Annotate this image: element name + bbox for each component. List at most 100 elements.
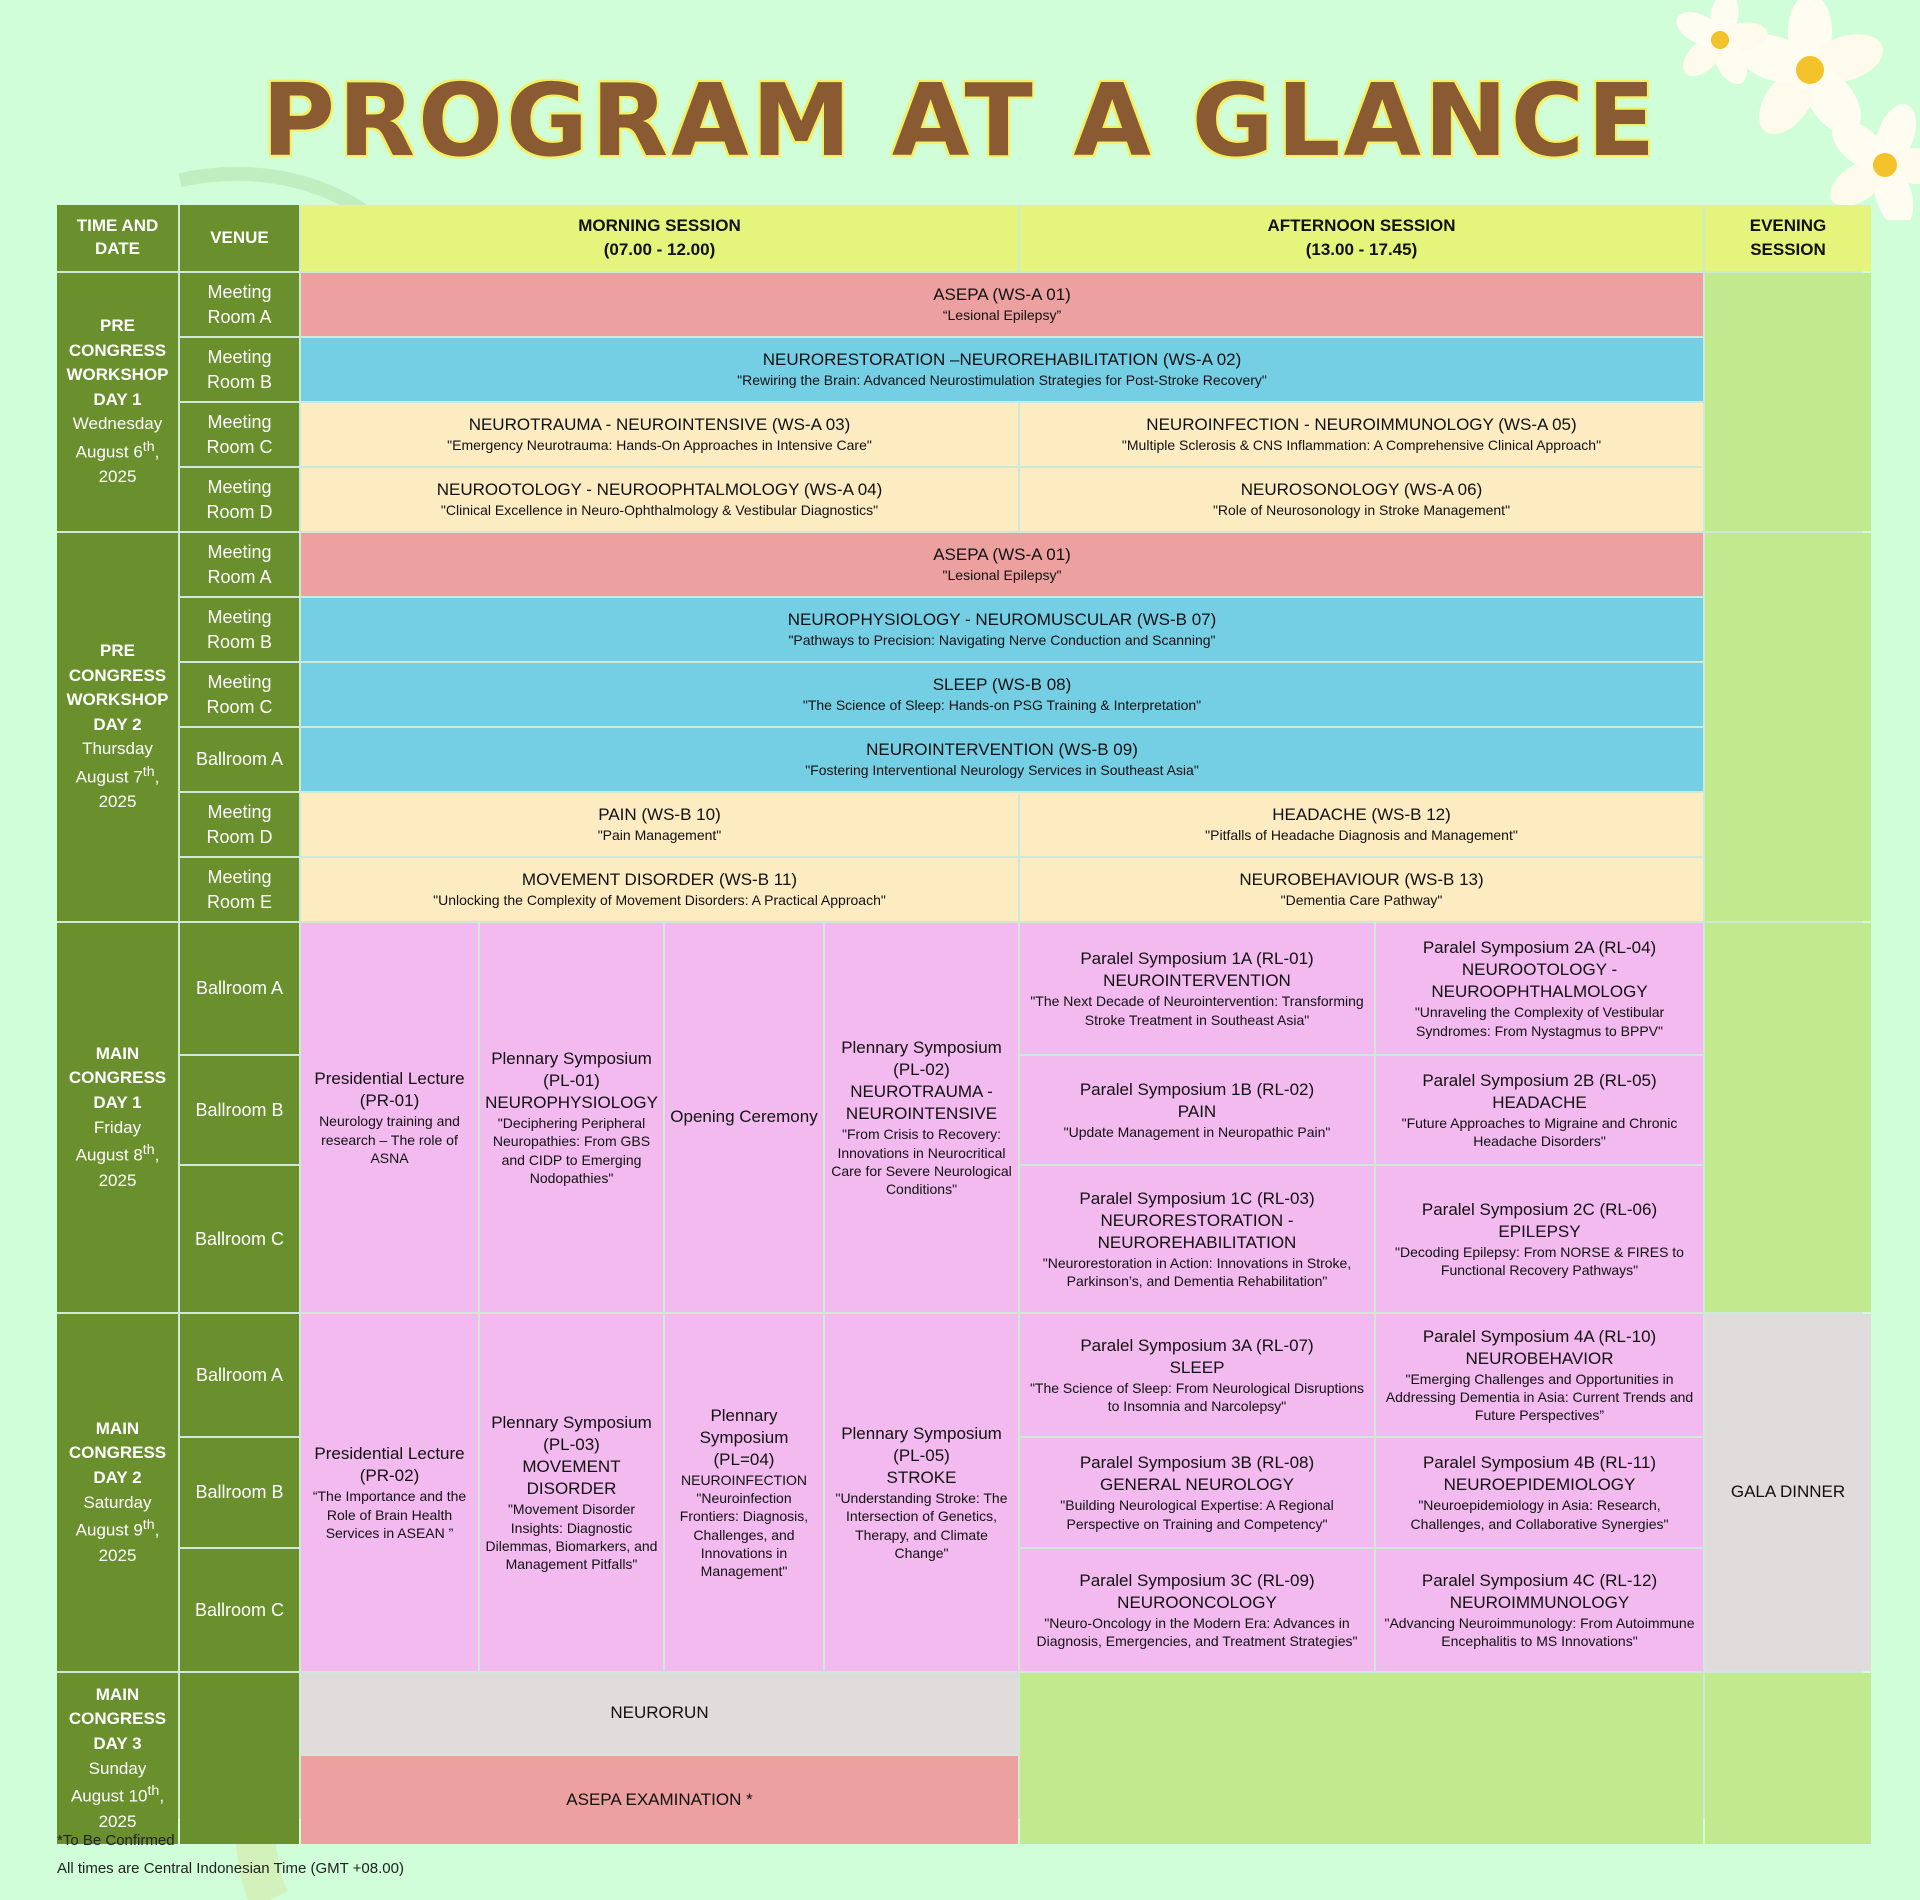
session-title: Paralel Symposium 3C (RL-09) [1079,1570,1315,1590]
session-title: NEUROSONOLOGY (WS-A 06) [1240,480,1483,500]
day-label: CONGRESS [68,1709,167,1729]
venue-label: Room D [206,501,273,522]
session-desc: "The Next Decade of Neurointervention: T… [1030,993,1364,1028]
session-desc: "Building Neurological Expertise: A Regi… [1060,1497,1334,1532]
session-title: NEUROBEHAVIOUR (WS-B 13) [1239,870,1484,890]
day-label: PRE [100,315,135,335]
program-table: TIME AND DATE VENUE MORNING SESSION (07.0… [57,205,1871,1844]
session-desc: "Pain Management" [597,827,722,844]
day-date: August 10th, [71,1781,164,1809]
venue-ballroom-b: Ballroom B [180,1056,299,1164]
session-topic: NEUROINTERVENTION [1103,971,1291,991]
session-desc: "Neurorestoration in Action: Innovations… [1042,1254,1352,1290]
venue-label: Meeting [207,347,272,368]
day-date-comma: , [154,1145,160,1165]
session-title: NEUROTRAUMA - NEUROINTENSIVE (WS-A 03) [468,415,851,435]
header-venue: VENUE [180,205,299,271]
afternoon-empty-d5 [1020,1673,1703,1844]
day-weekday: Sunday [88,1758,147,1778]
session-desc: "Neuro-Oncology in the Modern Era: Advan… [1036,1614,1358,1650]
header-morning-time: (07.00 - 12.00) [603,240,716,259]
session-desc: "Multiple Sclerosis & CNS Inflammation: … [1121,437,1602,454]
venue-label: Room D [206,826,273,847]
day-label: MAIN [95,1418,140,1438]
header-morning-label: MORNING SESSION [578,216,741,236]
session-title: Paralel Symposium 2B (RL-05) [1422,1070,1657,1090]
day-date-text: August 9 [75,1520,143,1540]
session-title: Paralel Symposium 3A (RL-07) [1080,1335,1314,1355]
session-ws-b-13: NEUROBEHAVIOUR (WS-B 13)"Dementia Care P… [1020,858,1703,921]
header-afternoon-time: (13.00 - 17.45) [1305,240,1418,259]
day-weekday: Thursday [82,739,153,759]
venue-ballroom-c: Ballroom C [180,1166,299,1312]
session-ws-a-03: NEUROTRAUMA - NEUROINTENSIVE (WS-A 03) "E… [301,403,1018,466]
venue-label: Meeting [207,542,272,563]
session-desc: "Unlocking the Complexity of Movement Di… [433,892,886,909]
day-year: 2025 [98,467,137,487]
day-label: CONGRESS [68,340,167,360]
session-title: GALA DINNER [1730,1482,1846,1502]
day-date-text: August 6 [75,442,143,462]
session-title: NEUROINFECTION - NEUROIMMUNOLOGY (WS-A 0… [1146,415,1577,435]
session-rl-12: Paralel Symposium 4C (RL-12)NEUROIMMUNOL… [1376,1549,1703,1671]
session-title: Presidential Lecture (PR-02) [314,1444,465,1486]
day-main-congress-3: MAIN CONGRESS DAY 3 Sunday August 10th, … [57,1673,178,1844]
session-title: SLEEP (WS-B 08) [932,675,1072,695]
day-date-suffix: th [142,1517,155,1534]
session-title: Plennary Symposium (PL-02) [841,1037,1002,1080]
session-desc: "Fostering Interventional Neurology Serv… [805,762,1199,779]
session-topic: GENERAL NEUROLOGY [1100,1475,1294,1495]
session-rl-09: Paralel Symposium 3C (RL-09)NEUROONCOLOG… [1020,1549,1374,1671]
evening-empty-d2 [1705,533,1871,921]
venue-label: Room C [206,696,273,717]
day-label: MAIN [95,1684,140,1704]
day-date-comma: , [154,1520,160,1540]
session-title: ASEPA EXAMINATION * [566,1789,753,1809]
session-desc: "Pitfalls of Headache Diagnosis and Mana… [1205,827,1518,844]
session-desc: "Neuroepidemiology in Asia: Research, Ch… [1410,1497,1669,1532]
day-label: CONGRESS [68,1068,167,1088]
venue-label: Room E [206,891,273,912]
session-topic: NEURORESTORATION - NEUROREHABILITATION [1097,1210,1297,1252]
session-title: ASEPA (WS-A 01) [933,285,1071,305]
session-title: NEURORUN [610,1703,709,1723]
header-evening-label: EVENING SESSION [1749,216,1827,259]
day-pre-congress-1: PRE CONGRESS WORKSHOP DAY 1 Wednesday Au… [57,273,178,531]
session-desc: "Decoding Epilepsy: From NORSE & FIRES t… [1395,1243,1684,1279]
session-desc: "Deciphering Peripheral Neuropathies: Fr… [492,1115,651,1186]
venue-label: Room C [206,436,273,457]
session-topic: SLEEP [1169,1357,1225,1377]
header-time-date-label: TIME AND DATE [76,216,159,258]
session-title: MOVEMENT DISORDER (WS-B 11) [521,870,798,890]
day-date-comma: , [154,767,160,787]
session-title: Plennary Symposium (PL-01) [491,1048,652,1091]
page-title: PROGRAM AT A GLANCE [261,62,1659,179]
day-date-text: August 8 [75,1145,143,1165]
session-topic: MOVEMENT DISORDER [522,1457,621,1499]
session-gala-dinner: GALA DINNER [1705,1314,1871,1671]
day-label: DAY 1 [93,389,142,409]
session-title: Paralel Symposium 4B (RL-11) [1422,1453,1657,1473]
evening-empty-d5 [1705,1673,1871,1844]
venue-label: Ballroom C [194,1228,285,1249]
session-ws-a-05: NEUROINFECTION - NEUROIMMUNOLOGY (WS-A 0… [1020,403,1703,466]
venue-label: Ballroom B [195,1099,284,1120]
venue-ballroom-a: Ballroom A [180,923,299,1054]
session-rl-02: Paralel Symposium 1B (RL-02)PAIN"Update … [1020,1056,1374,1164]
session-pl-03: Plennary Symposium (PL-03)MOVEMENT DISOR… [480,1314,663,1671]
session-topic: NEUROBEHAVIOR [1465,1348,1614,1368]
session-topic: STROKE [886,1468,957,1488]
day-weekday: Wednesday [72,414,163,434]
day-label: DAY 3 [93,1734,142,1754]
session-ws-a-01-day2: ASEPA (WS-A 01)"Lesional Epilepsy" [301,533,1703,596]
session-desc: "Emergency Neurotrauma: Hands-On Approac… [447,437,872,454]
day-date-suffix: th [147,1783,160,1800]
session-desc: "Lesional Epilepsy" [942,567,1062,584]
session-pl-02: Plennary Symposium (PL-02)NEUROTRAUMA - … [825,923,1018,1312]
